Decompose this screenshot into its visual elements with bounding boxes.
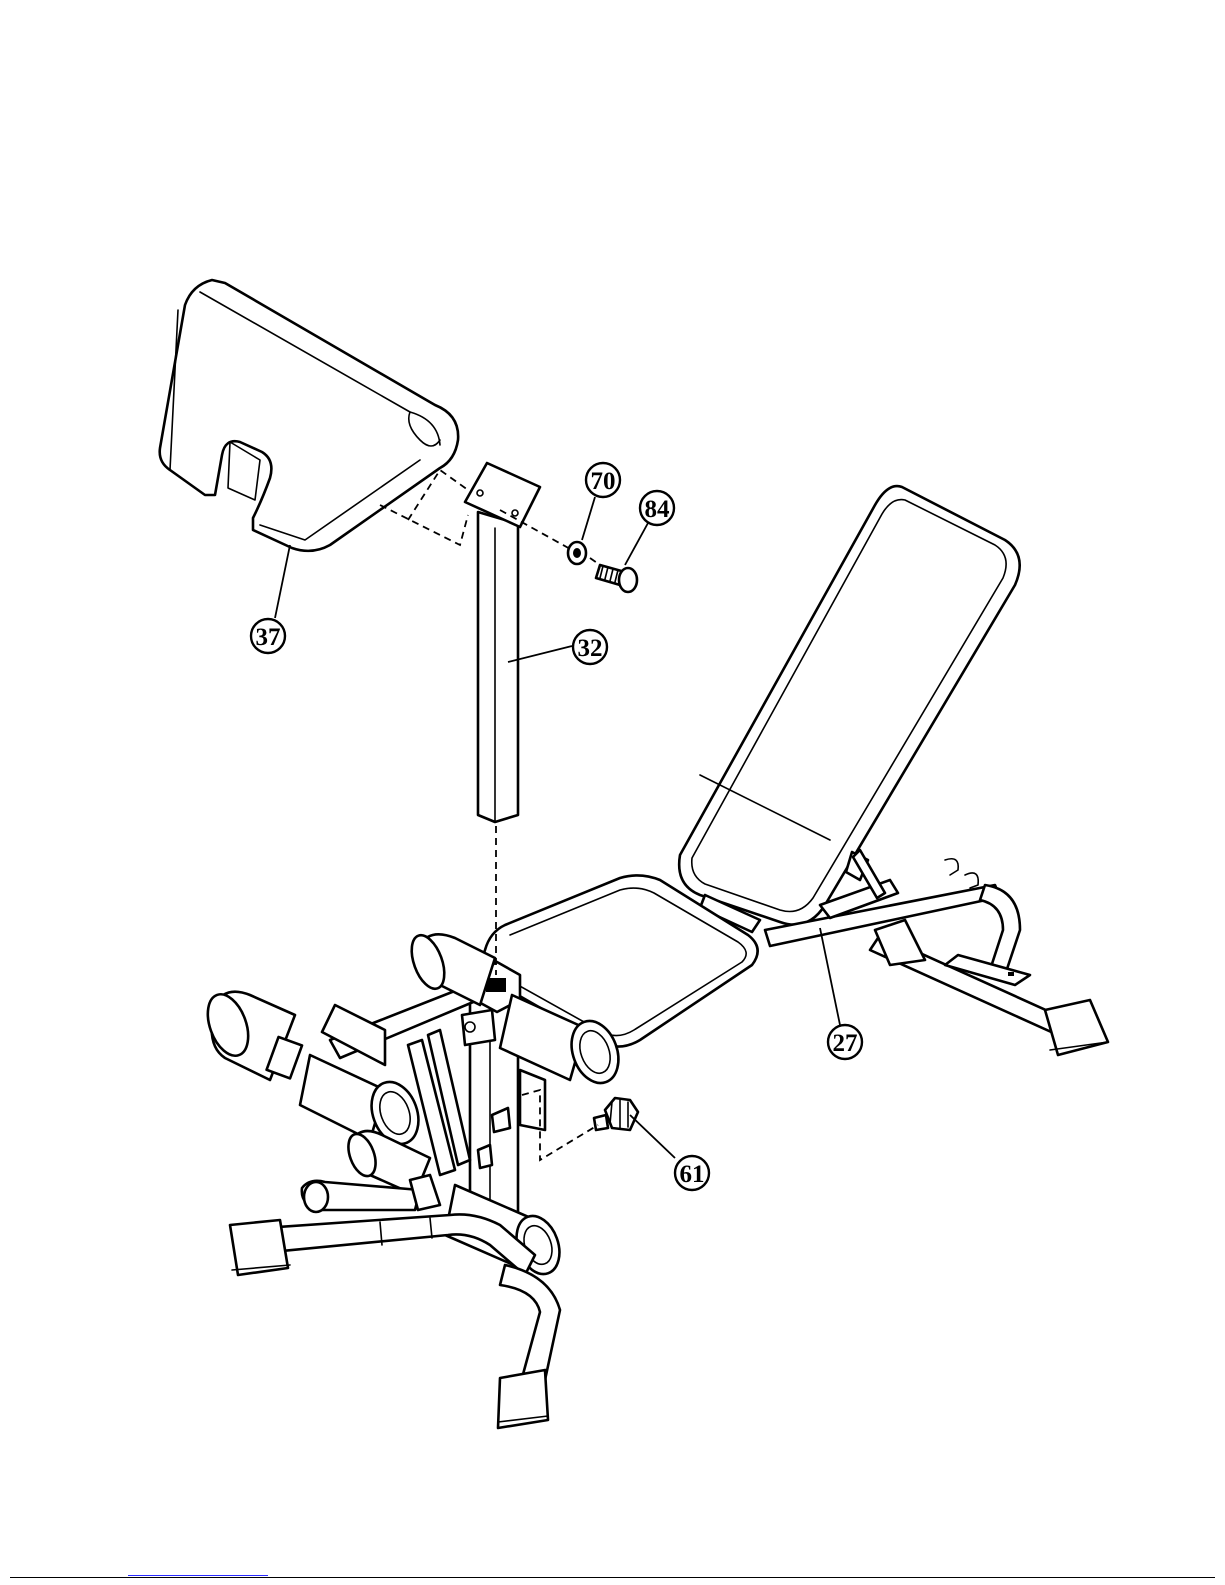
preacher-post-32 <box>465 463 540 822</box>
callout-84: 84 <box>640 491 674 525</box>
callout-27-label: 27 <box>833 1030 858 1057</box>
backrest-pad <box>679 486 1020 932</box>
callout-61-label: 61 <box>680 1161 705 1188</box>
arm-pad-37 <box>160 280 458 551</box>
bolt-84 <box>596 565 637 592</box>
knob-61 <box>594 1098 638 1130</box>
callout-27: 27 <box>828 1025 862 1059</box>
callout-37: 37 <box>251 619 285 653</box>
footer-link-underline <box>128 1575 268 1576</box>
callout-61: 61 <box>675 1156 709 1190</box>
callout-84-label: 84 <box>645 496 671 523</box>
callout-70-label: 70 <box>591 468 616 495</box>
footer-rule <box>10 1577 1215 1578</box>
callout-70: 70 <box>586 463 620 497</box>
callout-32-label: 32 <box>578 635 603 662</box>
washer-70 <box>568 542 586 564</box>
callout-37-label: 37 <box>256 624 281 651</box>
callout-32: 32 <box>573 630 607 664</box>
